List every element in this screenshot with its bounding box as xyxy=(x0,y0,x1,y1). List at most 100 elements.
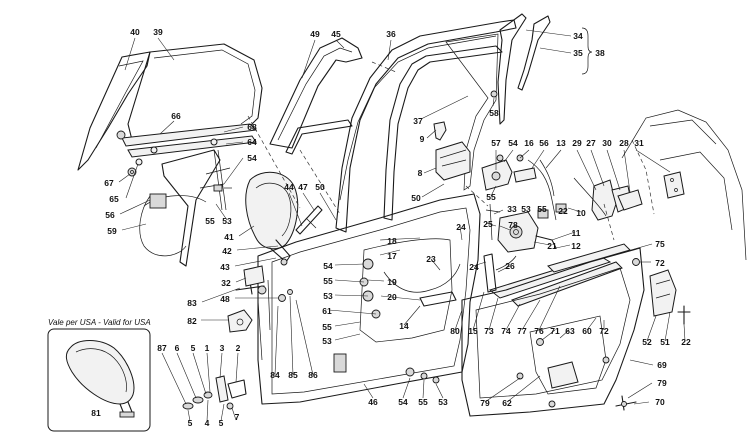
callout-62: 62 xyxy=(502,398,512,408)
callout-labels: 40 39 66 67 65 56 59 68 64 54 55 53 41 4… xyxy=(48,27,691,428)
callout-59: 59 xyxy=(107,226,117,236)
callout-36: 36 xyxy=(386,29,396,39)
callout-56: 56 xyxy=(105,210,115,220)
callout-61: 61 xyxy=(322,306,332,316)
callout-7: 7 xyxy=(235,412,240,422)
callout-6: 6 xyxy=(175,343,180,353)
usa-mirror-drawing xyxy=(65,340,135,405)
callout-77: 77 xyxy=(517,326,527,336)
callout-13: 13 xyxy=(556,138,566,148)
callout-2: 2 xyxy=(236,343,241,353)
callout-21: 21 xyxy=(547,241,557,251)
callout-20: 20 xyxy=(387,292,397,302)
callout-22: 22 xyxy=(558,206,568,216)
callout-53: 53 xyxy=(222,216,232,226)
callout-29: 29 xyxy=(572,138,582,148)
callout-84: 84 xyxy=(270,370,280,380)
callout-30: 30 xyxy=(602,138,612,148)
callout-5: 5 xyxy=(219,418,224,428)
callout-43: 43 xyxy=(220,262,230,272)
callout-5: 5 xyxy=(191,343,196,353)
callout-51: 51 xyxy=(660,337,670,347)
callout-53: 53 xyxy=(438,397,448,407)
callout-72: 72 xyxy=(655,258,665,268)
callout-10: 10 xyxy=(576,208,586,218)
callout-79: 79 xyxy=(480,398,490,408)
door-window-frame xyxy=(335,19,517,233)
callout-85: 85 xyxy=(288,370,298,380)
mirror-adjuster xyxy=(227,309,253,333)
callout-47: 47 xyxy=(298,182,308,192)
callout-55: 55 xyxy=(323,276,333,286)
callout-63: 63 xyxy=(565,326,575,336)
callout-4: 4 xyxy=(205,418,210,428)
door-hinge-lower xyxy=(649,269,677,317)
callout-54: 54 xyxy=(323,261,333,271)
callout-78: 78 xyxy=(508,220,518,230)
callout-44: 44 xyxy=(284,182,294,192)
callout-68: 68 xyxy=(247,122,257,132)
callout-81: 81 xyxy=(91,408,101,418)
callout-46: 46 xyxy=(368,397,378,407)
callout-66: 66 xyxy=(171,111,181,121)
callout-19: 19 xyxy=(387,277,397,287)
callout-11: 11 xyxy=(572,228,581,238)
callout-15: 15 xyxy=(468,326,478,336)
callout-86: 86 xyxy=(308,370,318,380)
callout-70: 70 xyxy=(655,397,665,407)
callout-25: 25 xyxy=(483,219,493,229)
usa-inset-title: Vale per USA - Valid for USA xyxy=(48,318,151,327)
callout-55: 55 xyxy=(537,204,547,214)
callout-1: 1 xyxy=(205,343,210,353)
callout-28: 28 xyxy=(619,138,629,148)
callout-22: 22 xyxy=(681,337,691,347)
callout-76: 76 xyxy=(534,326,544,336)
callout-34: 34 xyxy=(573,31,583,41)
callout-32: 32 xyxy=(221,278,231,288)
callout-26: 26 xyxy=(505,261,515,271)
callout-9: 9 xyxy=(420,134,425,144)
callout-38: 38 xyxy=(595,48,605,58)
callout-50: 50 xyxy=(411,193,421,203)
callout-65: 65 xyxy=(109,194,119,204)
callout-54: 54 xyxy=(508,138,518,148)
callout-55: 55 xyxy=(486,192,496,202)
callout-18: 18 xyxy=(387,236,397,246)
callout-74: 74 xyxy=(501,326,511,336)
quarter-window-frame xyxy=(269,37,363,149)
callout-56: 56 xyxy=(539,138,549,148)
callout-79: 79 xyxy=(657,378,667,388)
callout-33: 33 xyxy=(507,204,517,214)
callout-45: 45 xyxy=(331,29,341,39)
callout-50: 50 xyxy=(315,182,325,192)
window-channel-inner xyxy=(517,15,551,91)
callout-80: 80 xyxy=(450,326,460,336)
callout-55: 55 xyxy=(205,216,215,226)
callout-53: 53 xyxy=(322,336,332,346)
callout-82: 82 xyxy=(187,316,197,326)
leader-lines xyxy=(118,29,686,422)
callout-53: 53 xyxy=(323,291,333,301)
door-trim-panel xyxy=(461,247,645,417)
callout-87: 87 xyxy=(157,343,167,353)
callout-49: 49 xyxy=(310,29,320,39)
callout-39: 39 xyxy=(153,27,163,37)
callout-55: 55 xyxy=(322,322,332,332)
callout-53: 53 xyxy=(521,204,531,214)
callout-55: 55 xyxy=(418,397,428,407)
callout-69: 69 xyxy=(657,360,667,370)
callout-75: 75 xyxy=(655,239,665,249)
callout-54: 54 xyxy=(247,153,257,163)
callout-31: 31 xyxy=(634,138,644,148)
callout-5: 5 xyxy=(188,418,193,428)
callout-72: 72 xyxy=(599,326,609,336)
door-hinge-upper xyxy=(591,179,617,221)
callout-8: 8 xyxy=(418,168,423,178)
callout-17: 17 xyxy=(387,251,397,261)
callout-41: 41 xyxy=(224,232,234,242)
lock-cylinder xyxy=(433,121,447,141)
callout-3: 3 xyxy=(220,343,225,353)
callout-57: 57 xyxy=(491,138,501,148)
callout-12: 12 xyxy=(571,241,581,251)
callout-24: 24 xyxy=(456,222,466,232)
